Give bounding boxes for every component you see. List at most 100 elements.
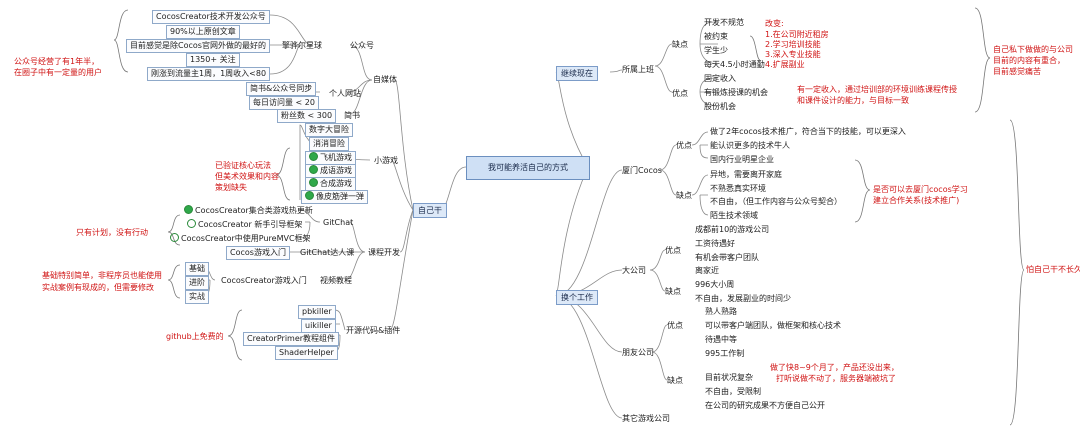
keep-pros-label[interactable]: 优点 — [672, 89, 688, 98]
friend-cons-3[interactable]: 在公司的研究成果不方便自己公开 — [705, 401, 825, 410]
friend-pros-3[interactable]: 待遇中等 — [705, 335, 737, 344]
xiamen-pros-2[interactable]: 能认识更多的技术牛人 — [710, 141, 790, 150]
xiamen-cons-label[interactable]: 缺点 — [676, 191, 692, 200]
keep-cons-3[interactable]: 学生少 — [704, 46, 728, 55]
bigco-pros-2[interactable]: 工资待遇好 — [695, 239, 735, 248]
node-site[interactable]: 个人网站 — [329, 89, 361, 98]
progress-icon — [187, 219, 196, 228]
game-item-1[interactable]: 数字大冒险 — [305, 123, 353, 137]
game-item-2[interactable]: 消消冒险 — [309, 137, 349, 151]
game-item-4[interactable]: 成语游戏 — [305, 164, 356, 178]
jianshu-item-1[interactable]: 粉丝数 < 300 — [277, 109, 337, 123]
note-gzh-2: 在圈子中有一定量的用户 — [14, 68, 102, 77]
friend-cons-1[interactable]: 目前状况复杂 — [705, 373, 753, 382]
xiamen-cons-2[interactable]: 不熟悉真实环境 — [710, 184, 766, 193]
bigco-cons-2[interactable]: 不自由，发展副业的时间少 — [695, 294, 791, 303]
improve-2: 2.学习培训技能 — [765, 40, 821, 49]
os-item-2[interactable]: uikiller — [301, 319, 336, 333]
node-video[interactable]: 视频教程 — [320, 276, 352, 285]
keep-cons-2[interactable]: 被约束 — [704, 32, 728, 41]
friend-cons-label[interactable]: 缺点 — [667, 376, 683, 385]
bigco-pros-label[interactable]: 优点 — [665, 246, 681, 255]
node-games[interactable]: 小游戏 — [374, 156, 398, 165]
xiamen-cons-3[interactable]: 不自由，（但工作内容与公众号契合） — [710, 197, 842, 206]
keep-cons-4[interactable]: 每天4.5小时通勤 — [704, 60, 765, 69]
branch-self[interactable]: 自己干 — [413, 203, 447, 218]
gzh-item-3[interactable]: 目前感觉是除Cocos官网外做的最好的 — [126, 39, 270, 53]
gitchat-item-2[interactable]: CocosCreator 新手引导框架 — [187, 219, 302, 230]
video-item-1[interactable]: 基础 — [185, 262, 209, 276]
xiamen-note-2: 建立合作关系(技术推广) — [873, 196, 960, 205]
video-item-2[interactable]: 进阶 — [185, 276, 209, 290]
branch-keep[interactable]: 继续现在 — [556, 66, 598, 81]
os-item-3[interactable]: CreatorPrimer教程组件 — [243, 332, 340, 346]
note-games-1: 已验证核心玩法 — [215, 161, 271, 170]
progress-icon — [305, 191, 314, 200]
friend-pros-2[interactable]: 可以带客户端团队，做框架和核心技术 — [705, 321, 841, 330]
xiamen-cons-4[interactable]: 陌生技术领域 — [710, 211, 758, 220]
gzh-item-5[interactable]: 刚涨到流量主1周，1周收入<80 — [147, 67, 271, 81]
node-xiamen[interactable]: 厦门Cocos — [622, 166, 662, 175]
friend-pros-label[interactable]: 优点 — [667, 321, 683, 330]
site-item-1[interactable]: 简书&公众号同步 — [246, 82, 317, 96]
xiamen-pros-1[interactable]: 做了2年cocos技术推广，符合当下的技能，可以更深入 — [710, 127, 906, 136]
keep-pros-1[interactable]: 固定收入 — [704, 74, 736, 83]
keep-pros-2[interactable]: 有锻炼授课的机会 — [704, 88, 768, 97]
progress-icon — [309, 152, 318, 161]
gitchat-item-1[interactable]: CocosCreator集合类游戏热更新 — [184, 205, 313, 216]
node-jianshu[interactable]: 简书 — [344, 111, 360, 120]
node-gitchat-talent[interactable]: GitChat达人课 — [300, 248, 355, 257]
improve-3: 3.深入专业技能 — [765, 50, 821, 59]
improve-4: 4.扩展副业 — [765, 60, 805, 69]
bigco-pros-3[interactable]: 有机会带客户团队 — [695, 253, 759, 262]
root-topic[interactable]: 我可能养活自己的方式 — [466, 156, 590, 180]
friend-pros-1[interactable]: 熟人熟路 — [705, 307, 737, 316]
gzh-item-1[interactable]: CocosCreator技术开发公众号 — [152, 10, 270, 24]
node-gitchat[interactable]: GitChat — [323, 218, 354, 227]
progress-icon — [309, 165, 318, 174]
friend-pros-4[interactable]: 995工作制 — [705, 349, 745, 358]
node-zimeiti[interactable]: 自媒体 — [373, 75, 397, 84]
xiamen-pros-3[interactable]: 国内行业明星企业 — [710, 155, 774, 164]
node-opensource[interactable]: 开源代码&插件 — [346, 326, 401, 335]
keep-cons-1[interactable]: 开发不规范 — [704, 18, 744, 27]
change-side-note: 怕自己干不长久 — [1026, 265, 1080, 274]
bigco-cons-1[interactable]: 996大小周 — [695, 280, 735, 289]
bigco-pros-1[interactable]: 成都前10的游戏公司 — [695, 225, 770, 234]
improve-1: 1.在公司附近租房 — [765, 30, 829, 39]
gzh-item-4[interactable]: 1350+ 关注 — [186, 53, 240, 67]
friend-cons-2[interactable]: 不自由，受限制 — [705, 387, 761, 396]
node-keep-sub[interactable]: 所属上班 — [622, 65, 654, 74]
improve-0: 改变: — [765, 19, 784, 28]
site-item-2[interactable]: 每日访问量 < 20 — [249, 96, 319, 110]
node-otherco[interactable]: 其它游戏公司 — [622, 414, 670, 423]
bigco-cons-label[interactable]: 缺点 — [665, 287, 681, 296]
game-item-5[interactable]: 合成游戏 — [305, 177, 356, 191]
branch-change[interactable]: 换个工作 — [556, 290, 598, 305]
game-item-3[interactable]: 飞机游戏 — [305, 151, 356, 165]
friend-note-1: 做了快8~9个月了，产品还没出来， — [770, 363, 899, 372]
bigco-pros-4[interactable]: 离家近 — [695, 266, 719, 275]
node-course[interactable]: 课程开发 — [368, 248, 400, 257]
node-gzh[interactable]: 公众号 — [350, 41, 374, 50]
node-friendco[interactable]: 朋友公司 — [622, 348, 654, 357]
node-gzh-name[interactable]: 擎骅尔星球 — [282, 41, 322, 50]
game-item-6[interactable]: 像皮筋弹一弹 — [301, 190, 368, 204]
node-bigco[interactable]: 大公司 — [622, 266, 646, 275]
progress-icon — [309, 178, 318, 187]
os-item-1[interactable]: pbkiller — [298, 305, 336, 319]
node-video-name[interactable]: CocosCreator游戏入门 — [221, 276, 307, 285]
note-games-2: 但美术效果和内容 — [215, 172, 279, 181]
keep-pros-note-1: 有一定收入，通过培训部的环境训练课程传授 — [797, 85, 957, 94]
talent-item-1[interactable]: Cocos游戏入门 — [226, 246, 290, 260]
note-video-1: 基础特别简单，非程序员也能使用 — [42, 271, 162, 280]
video-item-3[interactable]: 实战 — [185, 290, 209, 304]
xiamen-pros-label[interactable]: 优点 — [676, 141, 692, 150]
os-item-4[interactable]: ShaderHelper — [275, 346, 338, 360]
keep-cons-label[interactable]: 缺点 — [672, 40, 688, 49]
gitchat-item-3[interactable]: CocosCreator中使用PureMVC框架 — [170, 233, 311, 244]
xiamen-cons-1[interactable]: 异地，需要离开家庭 — [710, 170, 782, 179]
gzh-item-2[interactable]: 90%以上原创文章 — [166, 25, 240, 39]
keep-pros-3[interactable]: 股份机会 — [704, 102, 736, 111]
